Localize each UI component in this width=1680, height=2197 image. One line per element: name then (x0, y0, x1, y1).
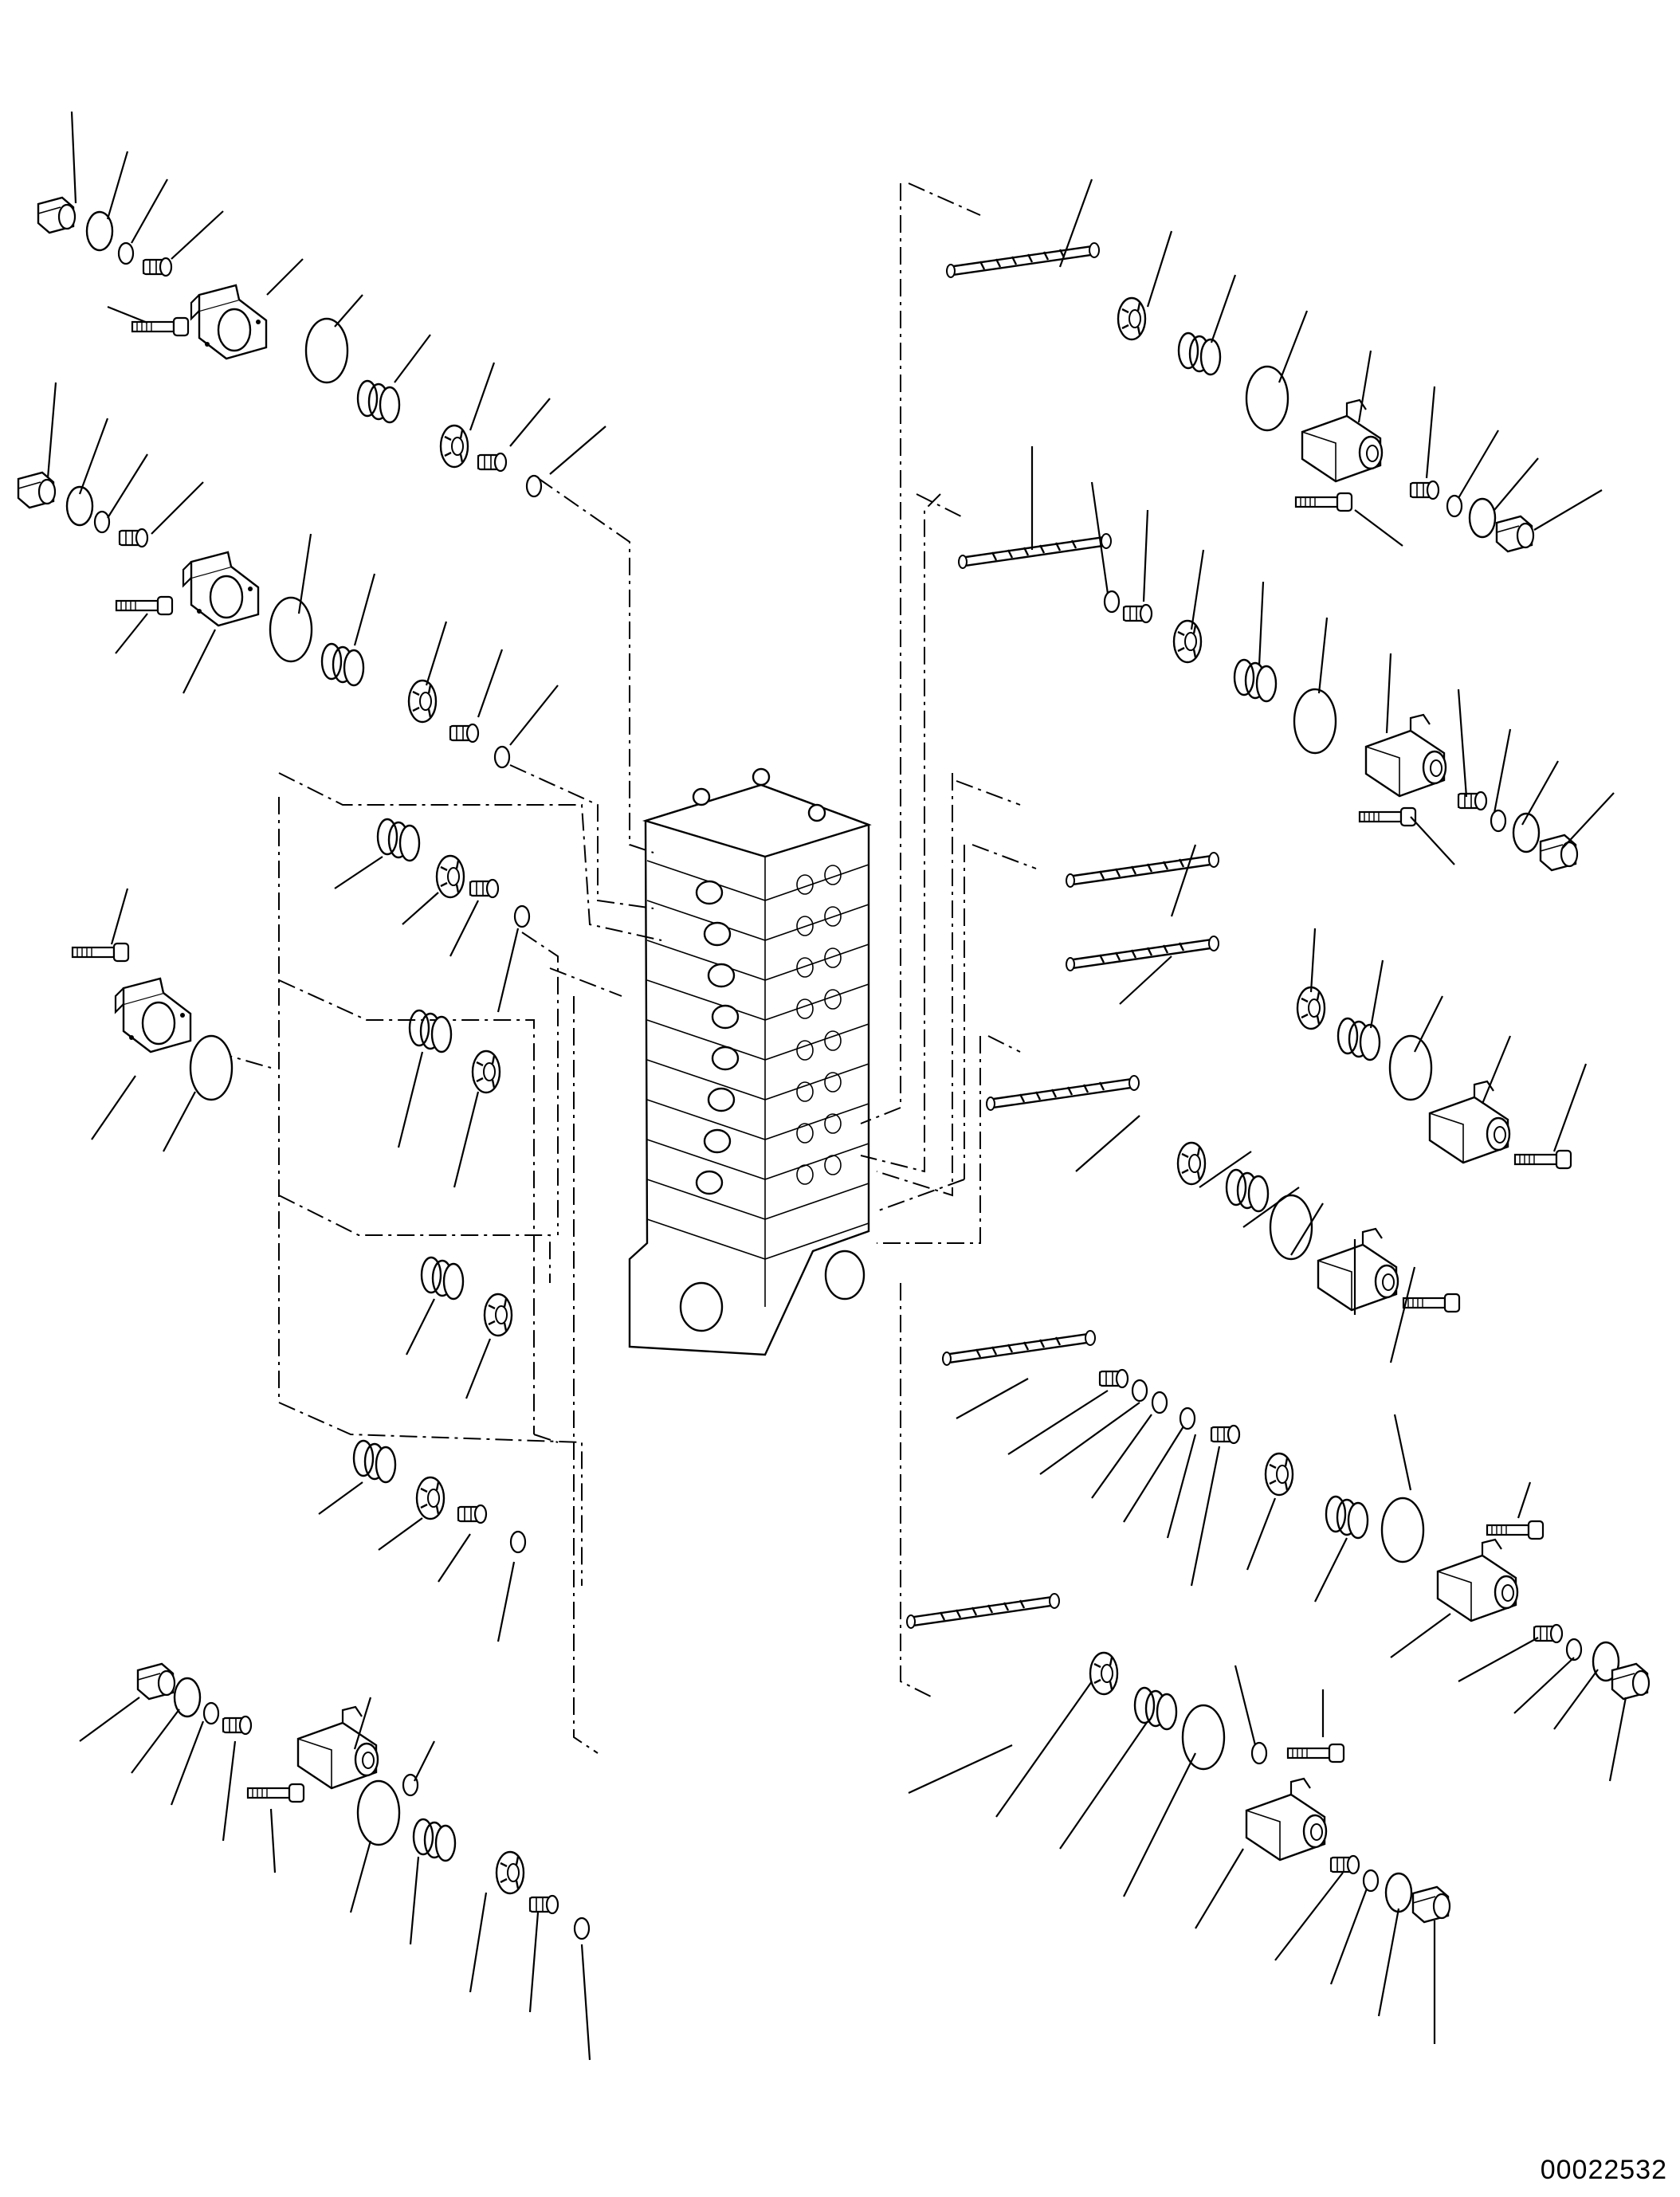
drawing-number: 00022532 (1540, 2155, 1667, 2185)
upper-right-valve-group-2 (957, 446, 1615, 872)
lower-right-valve-group-2 (905, 1592, 1451, 2044)
lower-left-valve-group (79, 1662, 591, 2061)
upper-right-valve-group-1 (945, 179, 1603, 553)
upper-left-valve-group-1 (37, 111, 606, 498)
left-middle-spring-group (318, 818, 531, 1642)
right-middle-spool-group (985, 844, 1588, 1363)
control-valve-body (628, 767, 872, 1356)
left-cover-group (71, 888, 234, 1152)
upper-left-valve-group-2 (17, 382, 559, 769)
lower-right-valve-group-1 (941, 1329, 1651, 1782)
assembly-center-lines (214, 182, 1037, 1754)
